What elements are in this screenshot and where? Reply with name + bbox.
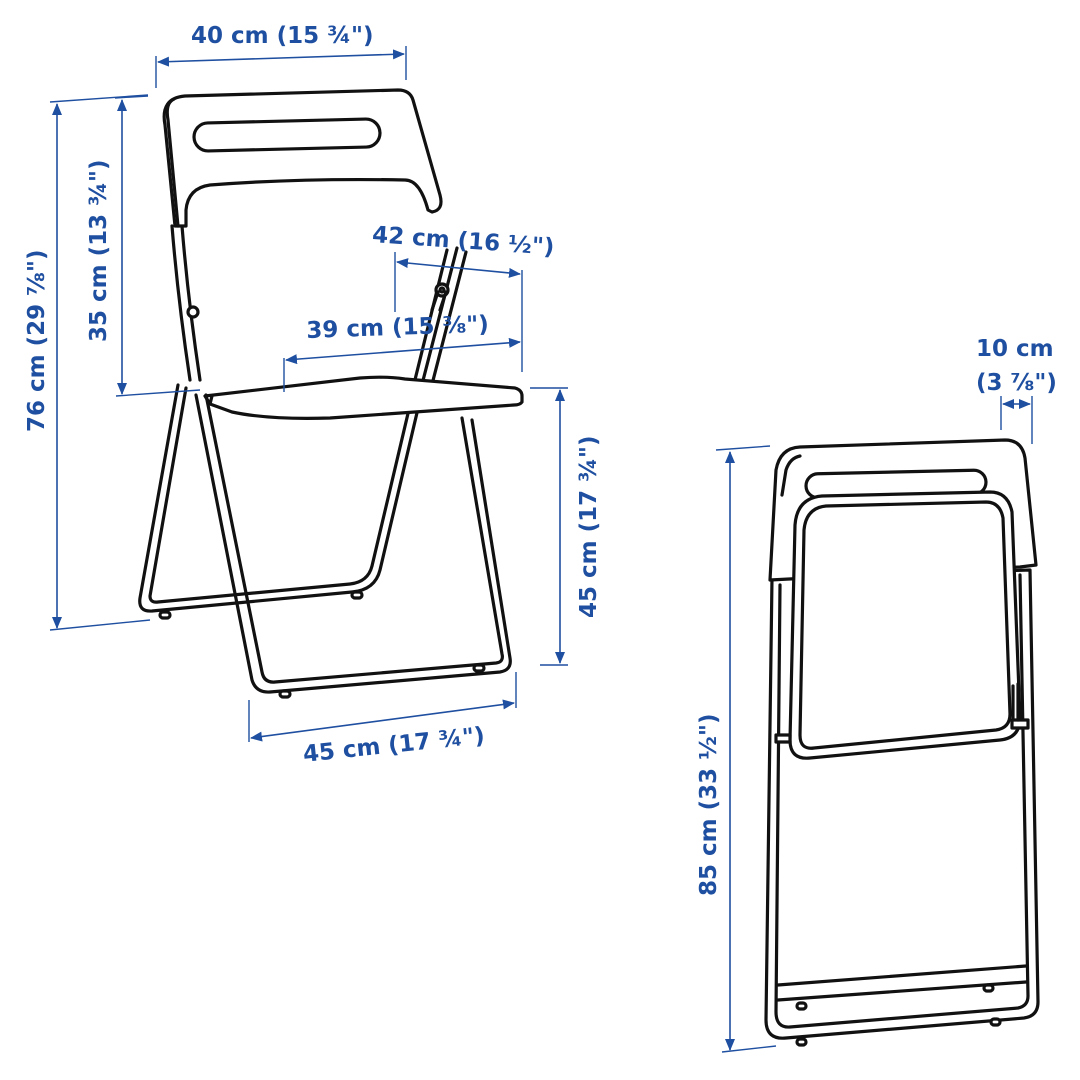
dimension-label-backrest-width: 40 cm (15 ¾") [191, 23, 374, 49]
unfolded-chair-drawing [138, 88, 524, 699]
dimension-label-folded-height: 85 cm (33 ½") [696, 713, 722, 896]
dimension-label-backrest-height: 35 cm (13 ¾") [86, 159, 112, 342]
folded-chair-drawing [764, 438, 1040, 1047]
dimension-lines [49, 46, 1033, 1053]
dimension-label-folded-thickness-cm: 10 cm [976, 336, 1054, 362]
dimension-label-seat-depth: 39 cm (15 ⅜") [305, 311, 490, 344]
dimension-label-total-height: 76 cm (29 ⅞") [24, 249, 50, 432]
dimension-label-seat-height: 45 cm (17 ¾") [576, 435, 602, 618]
dimension-label-folded-thickness-in: (3 ⅞") [976, 370, 1057, 396]
